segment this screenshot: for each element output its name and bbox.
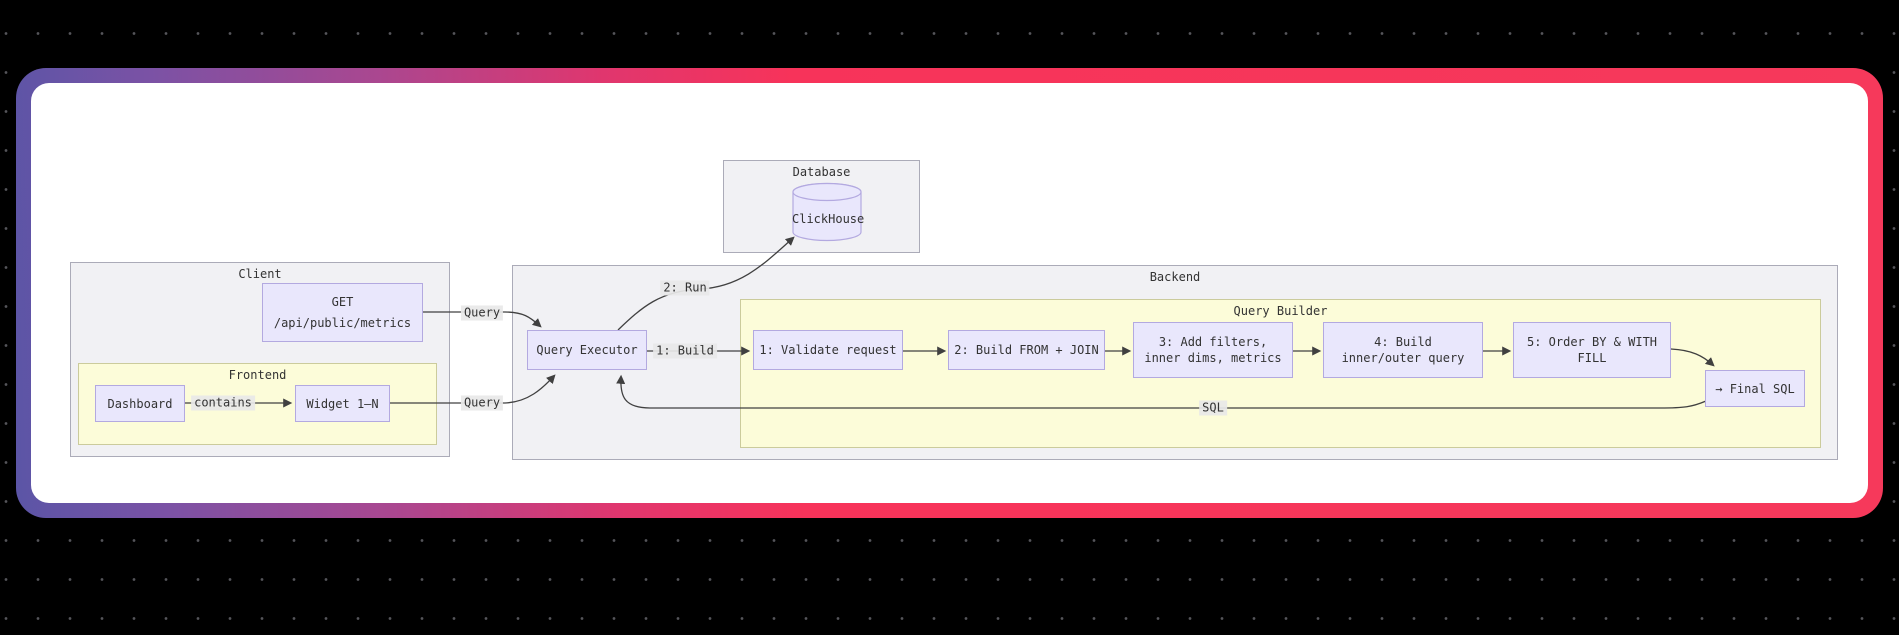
diagram-card	[31, 83, 1868, 503]
gradient-card	[16, 68, 1883, 518]
